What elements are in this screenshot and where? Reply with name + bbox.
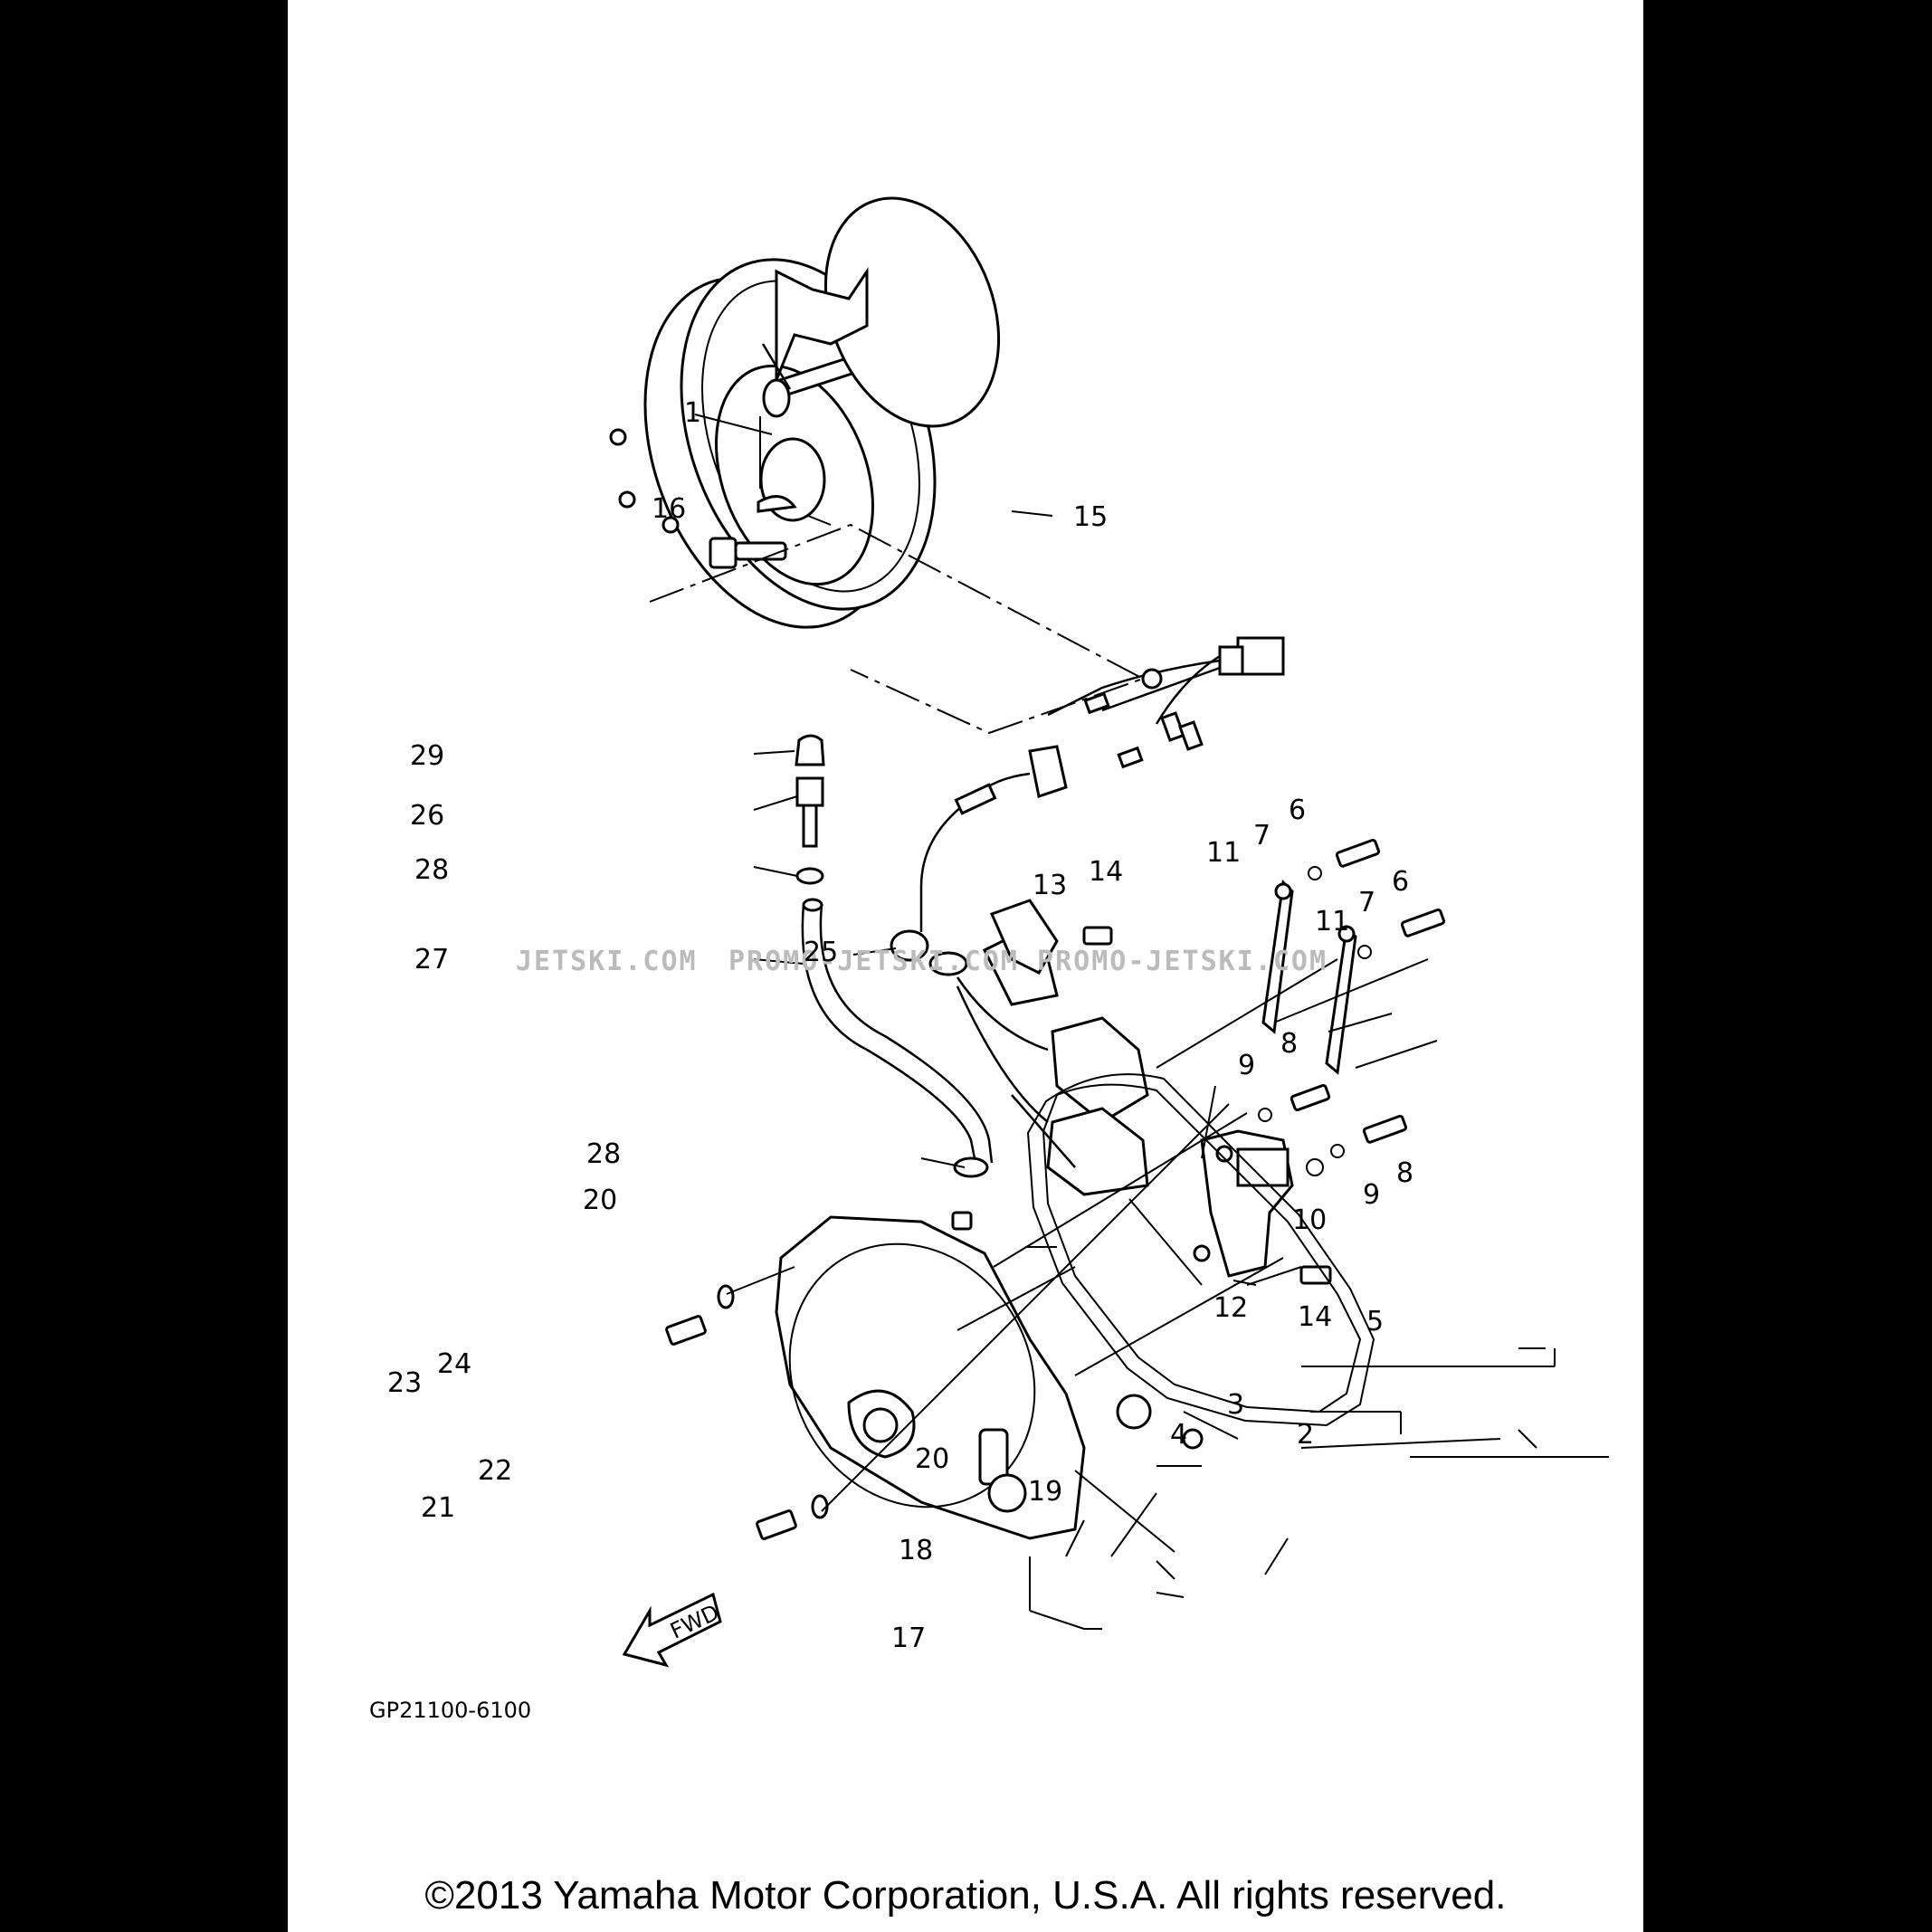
callout-26: 26 [410,800,444,832]
callout-25: 25 [804,937,838,968]
cover-gasket [1042,1083,1362,1413]
callout-7a: 7 [1253,820,1271,852]
callout-11a: 11 [1206,837,1241,869]
callout-8b: 8 [1396,1157,1413,1189]
callout-8a: 8 [1280,1028,1298,1060]
watermark-right: PROMO-JETSKI.COM PROMO-JETSKI.COM [728,946,1328,977]
callout-13: 13 [1033,870,1067,901]
callout-2: 2 [1297,1419,1314,1451]
callout-15: 15 [1073,501,1108,533]
callout-5: 5 [1366,1306,1384,1337]
callout-24: 24 [437,1348,471,1380]
screws [1082,838,1446,1285]
callout-27: 27 [414,944,449,976]
callout-12: 12 [1213,1292,1248,1324]
harness-clamp [989,899,1059,975]
callout-20a: 20 [583,1185,617,1216]
callout-14b: 14 [1298,1301,1332,1333]
callout-6b: 6 [1392,866,1409,898]
exploded-parts-diagram: FWD JETSKI.COM PROMO-JETSKI.COM PROMO-JE… [369,196,1609,1723]
callout-11b: 11 [1315,906,1349,937]
callout-leaders [694,414,1609,1630]
cdi-unit [1193,1129,1294,1278]
breather-hose [795,734,994,1178]
callout-numbers: 1 2 3 4 5 6 6 7 7 8 8 9 9 10 11 11 12 13… [387,397,1413,1654]
forward-arrow: FWD [622,1592,723,1668]
wire-harness [919,636,1285,932]
callout-16: 16 [652,493,686,525]
callout-9b: 9 [1363,1179,1380,1211]
cover-gasket-outer [1026,1073,1375,1427]
rotor-hub [761,196,1001,428]
drawing-code: GP21100-6100 [369,1698,531,1723]
callout-6a: 6 [1289,795,1306,826]
callout-29: 29 [410,740,444,772]
callout-1: 1 [684,397,701,429]
callout-7b: 7 [1358,887,1375,918]
assembly-line [649,523,1146,735]
callout-10: 10 [1292,1204,1327,1236]
callout-22: 22 [478,1455,512,1487]
callout-19: 19 [1028,1476,1062,1508]
callout-17: 17 [891,1623,926,1654]
callout-3: 3 [1227,1389,1244,1421]
callout-21: 21 [421,1492,455,1524]
callout-4: 4 [1170,1419,1187,1451]
callout-18: 18 [899,1535,933,1566]
callout-9a: 9 [1238,1050,1255,1081]
watermark-left: JETSKI.COM [516,946,698,977]
diagram-sheet: FWD JETSKI.COM PROMO-JETSKI.COM PROMO-JE… [288,0,1643,1932]
callout-23: 23 [387,1367,422,1399]
callout-14a: 14 [1089,856,1123,888]
bracket-plates [1261,879,1357,1075]
crankcase-cover [775,1215,1204,1540]
callout-28b: 28 [586,1138,621,1170]
callout-20b: 20 [915,1443,949,1475]
callout-28a: 28 [414,854,449,886]
copyright-notice: ©2013 Yamaha Motor Corporation, U.S.A. A… [424,1873,1507,1918]
woodruff-key [757,495,797,513]
cover-bolts [665,1211,973,1540]
